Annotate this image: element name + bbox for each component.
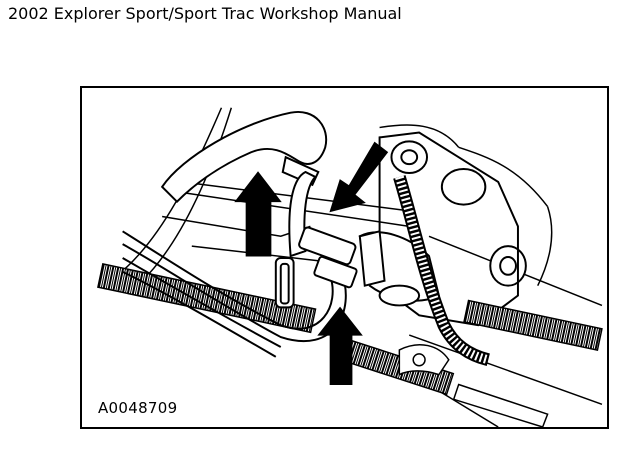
page-title: 2002 Explorer Sport/Sport Trac Workshop …: [8, 4, 402, 23]
arrow-up-left: [234, 171, 282, 257]
figure-code: A0048709: [96, 399, 180, 417]
service-illustration: [97, 107, 603, 427]
quick-connect-fittings: [274, 170, 386, 309]
engine-component: [358, 131, 527, 327]
lower-hoses: [122, 230, 347, 358]
figure-frame: A0048709: [80, 86, 609, 429]
arrow-down-right: [329, 141, 389, 213]
arrow-up-bottom: [317, 306, 363, 385]
direction-arrows: [234, 141, 389, 385]
wiring-harness-right: [393, 175, 603, 367]
lower-hardware: [398, 344, 549, 427]
